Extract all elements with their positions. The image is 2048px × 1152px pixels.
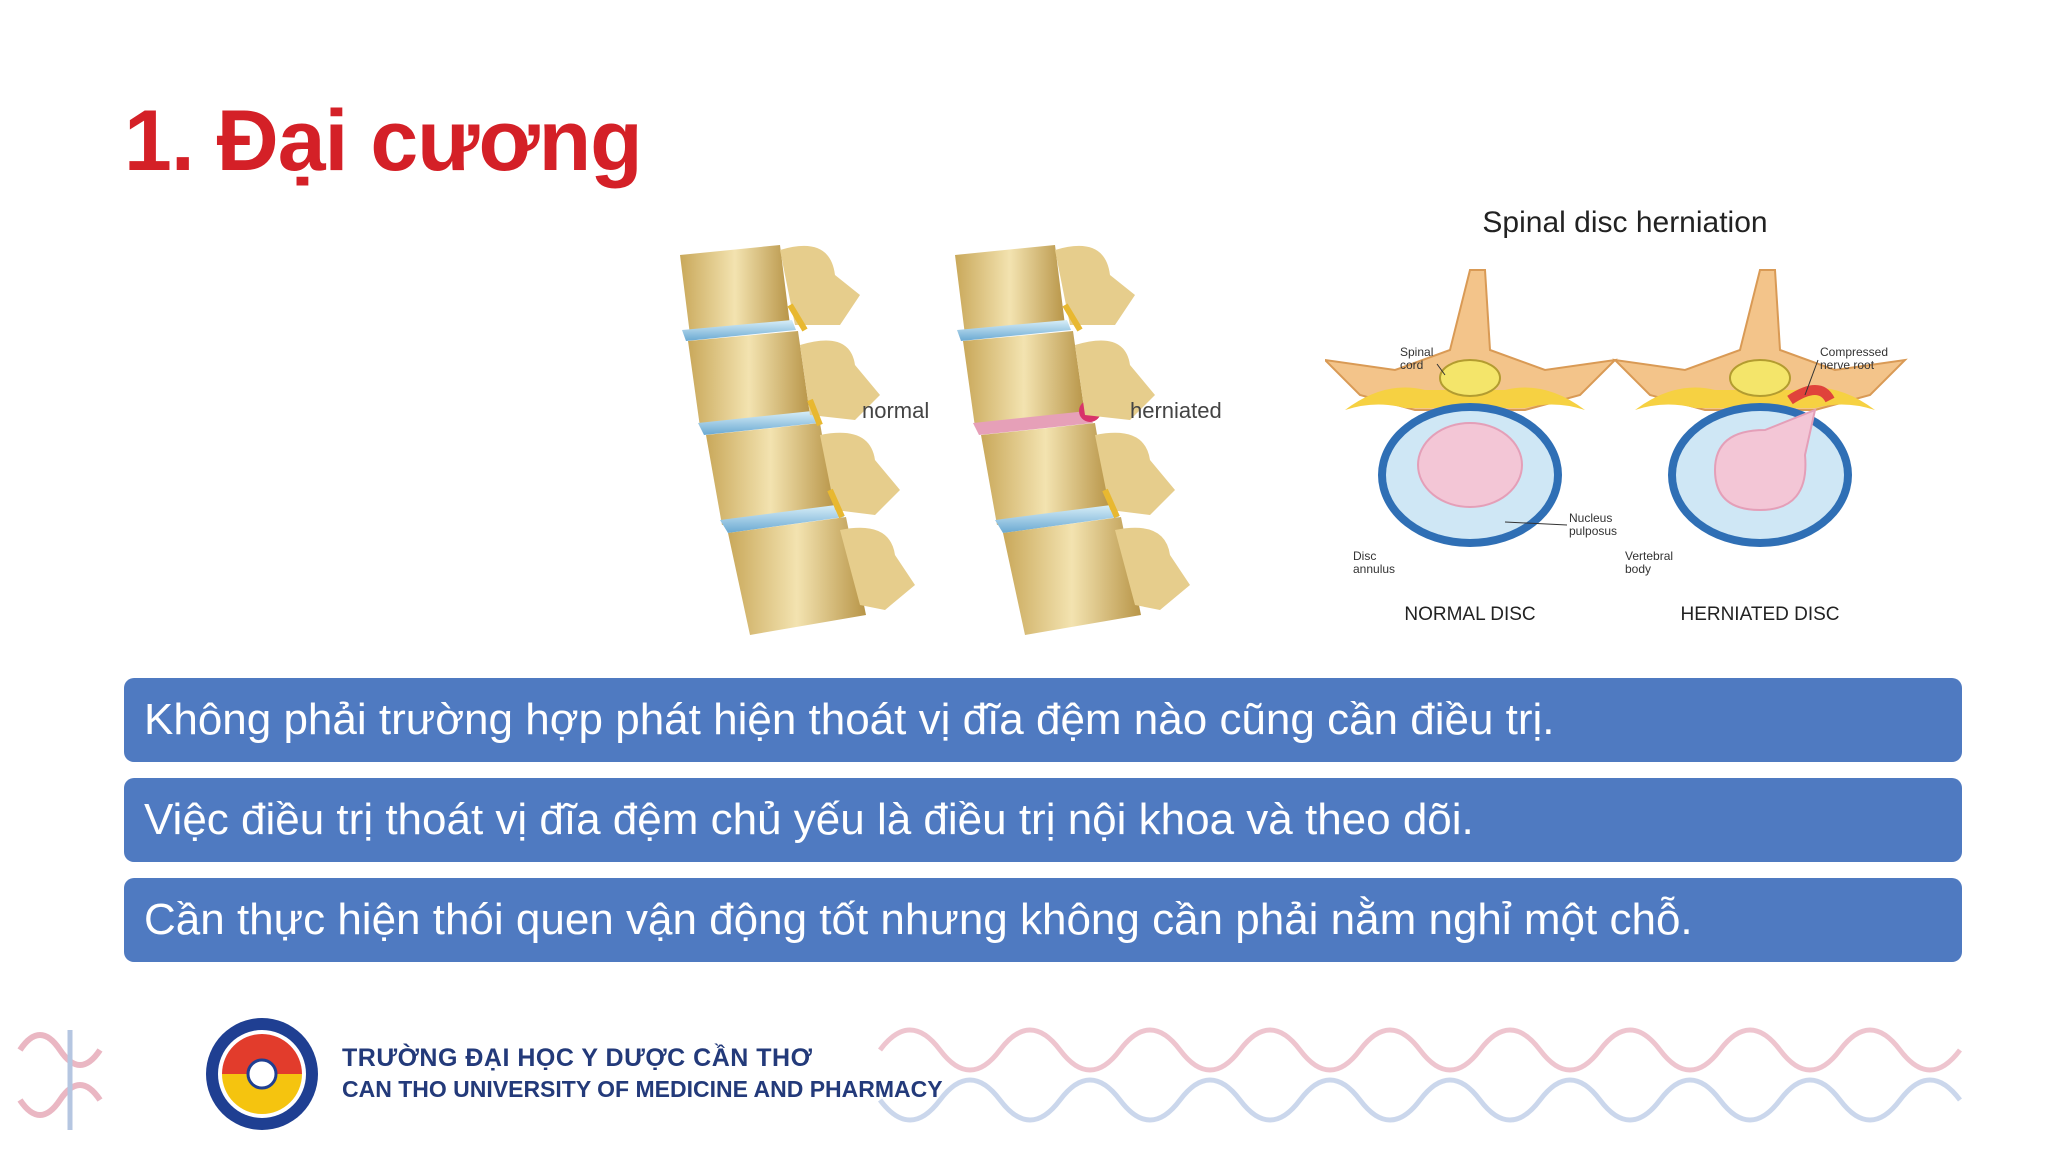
bullet-3: Cần thực hiện thói quen vận động tốt như… xyxy=(124,878,1962,962)
label-nucleus-1: Nucleus xyxy=(1569,511,1612,525)
label-vertebral-1: Vertebral xyxy=(1625,549,1673,563)
school-name-vi: TRƯỜNG ĐẠI HỌC Y DƯỢC CẦN THƠ xyxy=(342,1044,813,1072)
normal-spine-drawing xyxy=(680,245,915,635)
label-nucleus-2: pulposus xyxy=(1569,524,1617,538)
caption-normal-disc: NORMAL DISC xyxy=(1404,604,1535,625)
label-spinal-cord-1: Spinal xyxy=(1400,345,1433,359)
disc-cross-sections: Spinal cord Compressed nerve root Nucleu… xyxy=(1325,269,1908,625)
label-vertebral-2: body xyxy=(1625,562,1651,576)
label-compressed-2: nerve root xyxy=(1820,358,1875,372)
herniated-disc-drawing xyxy=(1612,269,1908,547)
school-name-en: CAN THO UNIVERSITY OF MEDICINE AND PHARM… xyxy=(342,1076,943,1102)
herniated-spine-drawing xyxy=(955,245,1190,635)
footer-pattern xyxy=(17,1018,1962,1130)
diagram-title: Spinal disc herniation xyxy=(1482,206,1768,239)
decorative-pattern-left xyxy=(17,1030,103,1130)
caption-herniated-disc: HERNIATED DISC xyxy=(1680,604,1839,625)
label-spinal-cord-2: cord xyxy=(1400,358,1423,372)
spine-side-illustration: normal herniated xyxy=(680,245,1222,635)
disc-herniation-diagram: Spinal disc herniation Spinal cord Compr… xyxy=(1325,200,1925,640)
label-annulus-2: annulus xyxy=(1353,562,1395,576)
bullet-2: Việc điều trị thoát vị đĩa đệm chủ yếu l… xyxy=(124,778,1962,862)
label-compressed-1: Compressed xyxy=(1820,345,1888,359)
label-herniated: herniated xyxy=(1130,398,1222,423)
slide-title: 1. Đại cương xyxy=(124,93,643,189)
bullet-1: Không phải trường hợp phát hiện thoát vị… xyxy=(124,678,1962,762)
decorative-pattern-right xyxy=(878,1027,1962,1123)
label-annulus-1: Disc xyxy=(1353,549,1376,563)
normal-disc-drawing xyxy=(1325,269,1618,547)
university-logo xyxy=(206,1018,318,1130)
label-normal: normal xyxy=(862,398,929,423)
